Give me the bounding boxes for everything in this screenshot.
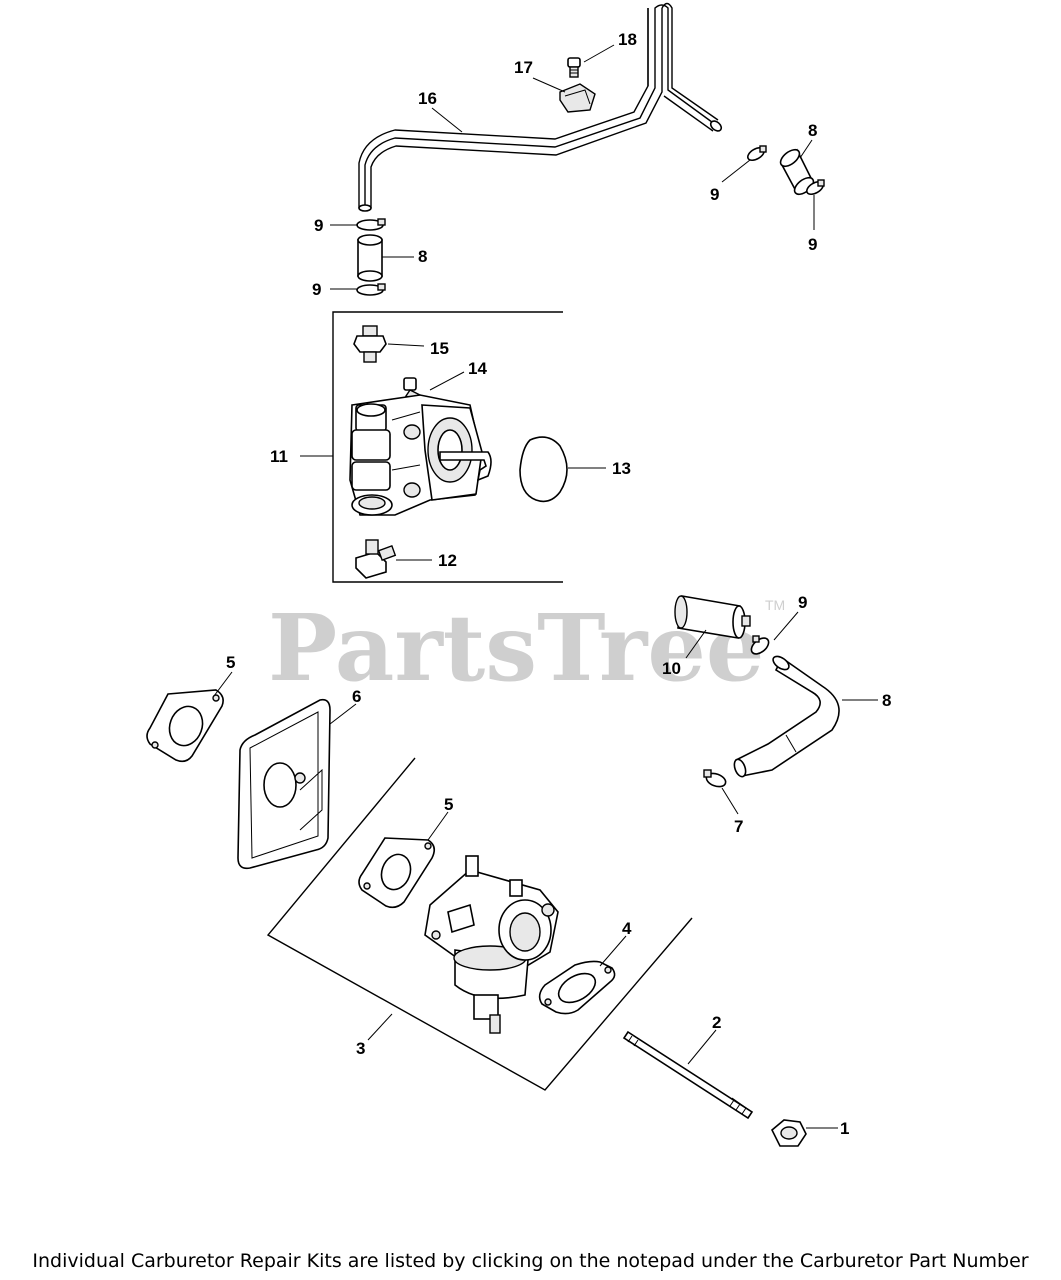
callout-5-lower: 5 <box>444 795 453 814</box>
callout-4: 4 <box>622 919 632 938</box>
watermark-trademark: TM <box>765 597 785 613</box>
elbow-fitting-12[interactable] <box>355 539 397 579</box>
fuel-filter-10[interactable] <box>674 595 751 639</box>
gasket-4[interactable] <box>538 960 616 1015</box>
footer-note: Individual Carburetor Repair Kits are li… <box>32 1250 1029 1272</box>
callout-5-upper: 5 <box>226 653 235 672</box>
hose-8-left[interactable] <box>357 234 383 282</box>
callout-8-left: 8 <box>418 247 427 266</box>
gasket-13[interactable] <box>519 436 568 503</box>
callout-8-upper-right: 8 <box>808 121 817 140</box>
callout-18: 18 <box>618 30 637 49</box>
callout-14: 14 <box>468 359 487 378</box>
callout-9-left-top: 9 <box>314 216 323 235</box>
clamp-7[interactable] <box>703 769 727 789</box>
stud-2[interactable] <box>622 1030 754 1120</box>
callout-2: 2 <box>712 1013 721 1032</box>
fitting-15[interactable] <box>353 325 387 363</box>
callout-labels: 18 17 16 8 9 9 9 8 9 15 14 11 13 12 9 10… <box>226 30 891 1138</box>
callout-9-filter: 9 <box>798 593 807 612</box>
callout-1: 1 <box>840 1119 849 1138</box>
callout-9-upper-right-a: 9 <box>710 185 719 204</box>
callout-9-left-bottom: 9 <box>312 280 321 299</box>
adapter-6[interactable] <box>237 698 331 870</box>
kit-bracket-11 <box>332 311 563 583</box>
leader-lines <box>213 44 878 1129</box>
callout-7: 7 <box>734 817 743 836</box>
clip-17[interactable] <box>559 83 596 113</box>
screw-18[interactable] <box>567 57 581 78</box>
callout-9-upper-right-b: 9 <box>808 235 817 254</box>
gasket-5-lower[interactable] <box>358 837 436 909</box>
callout-8-bent: 8 <box>882 691 891 710</box>
hose-8-bent[interactable] <box>732 654 840 778</box>
callout-16: 16 <box>418 89 437 108</box>
clamp-9-left-top[interactable] <box>356 218 386 231</box>
clamp-9-filter[interactable] <box>748 635 771 657</box>
clamp-9-upper-right-b[interactable] <box>805 179 826 197</box>
carburetor[interactable] <box>424 855 559 1034</box>
fuel-line-16[interactable] <box>358 2 723 212</box>
gasket-5-upper[interactable] <box>146 689 224 763</box>
nut-1[interactable] <box>771 1119 807 1147</box>
callout-13: 13 <box>612 459 631 478</box>
callout-10: 10 <box>662 659 681 678</box>
callout-15: 15 <box>430 339 449 358</box>
callout-3: 3 <box>356 1039 365 1058</box>
fuel-pump-11[interactable] <box>349 394 492 516</box>
clamp-9-upper-right-a[interactable] <box>746 145 767 163</box>
callout-17: 17 <box>514 58 533 77</box>
callout-6: 6 <box>352 687 361 706</box>
callout-11: 11 <box>270 447 288 466</box>
clamp-9-left-bottom[interactable] <box>356 283 386 296</box>
carburetor-bracket-3 <box>266 757 693 1091</box>
callout-12: 12 <box>438 551 457 570</box>
